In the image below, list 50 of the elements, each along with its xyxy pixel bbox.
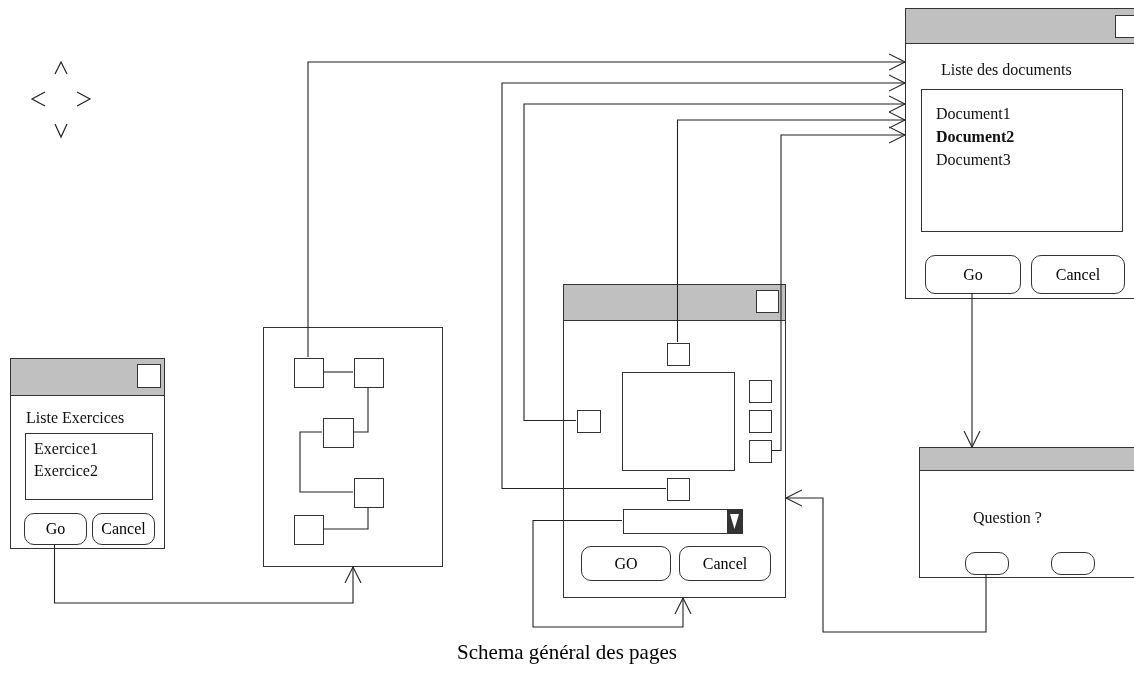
placeholder-square	[749, 440, 772, 463]
button: Go	[24, 513, 87, 545]
placeholder-square	[667, 478, 690, 501]
list-box	[25, 433, 153, 500]
button: GO	[581, 546, 671, 581]
placeholder-square	[354, 358, 384, 388]
button	[1051, 552, 1095, 575]
list-item: Exercice1	[34, 440, 98, 458]
button: Cancel	[1031, 255, 1125, 294]
dialog-heading: Liste des documents	[941, 61, 1072, 79]
dialog-window	[563, 284, 786, 598]
arrow	[676, 111, 906, 343]
button	[965, 552, 1009, 575]
dropdown-field	[623, 509, 743, 534]
placeholder-square	[749, 410, 772, 433]
dialog-heading: Question ?	[973, 509, 1042, 527]
connector-line	[322, 506, 369, 530]
button: Cancel	[92, 513, 155, 545]
placeholder-square	[354, 478, 384, 508]
button: Go	[925, 255, 1021, 294]
dialog-heading: Liste Exercices	[26, 409, 125, 427]
placeholder-square	[667, 343, 690, 366]
arrow	[53, 543, 362, 604]
arrow	[963, 292, 981, 448]
arrow	[307, 53, 906, 358]
arrow	[785, 489, 987, 633]
dialog-window	[905, 8, 1134, 299]
connector-line	[322, 371, 354, 373]
arrow	[532, 519, 692, 628]
placeholder-square	[294, 358, 324, 388]
button: Cancel	[679, 546, 771, 581]
placeholder-square	[577, 410, 601, 433]
arrow	[523, 95, 906, 422]
tree-panel	[263, 327, 443, 567]
dialog-window	[919, 447, 1134, 578]
dialog-window	[10, 358, 165, 549]
list-box	[921, 89, 1123, 232]
list-item: Exercice2	[34, 462, 98, 480]
placeholder-square	[323, 418, 354, 448]
arrow	[501, 74, 906, 490]
list-item: Document2	[936, 128, 1015, 146]
diagram-caption: Schema général des pages	[457, 640, 677, 664]
connector-line	[352, 386, 369, 433]
placeholder-square	[622, 372, 735, 471]
placeholder-square	[749, 380, 772, 403]
connector-line	[299, 431, 354, 493]
placeholder-square	[294, 515, 324, 545]
list-item: Document3	[936, 151, 1011, 169]
list-item: Document1	[936, 105, 1011, 123]
arrow	[770, 126, 906, 452]
